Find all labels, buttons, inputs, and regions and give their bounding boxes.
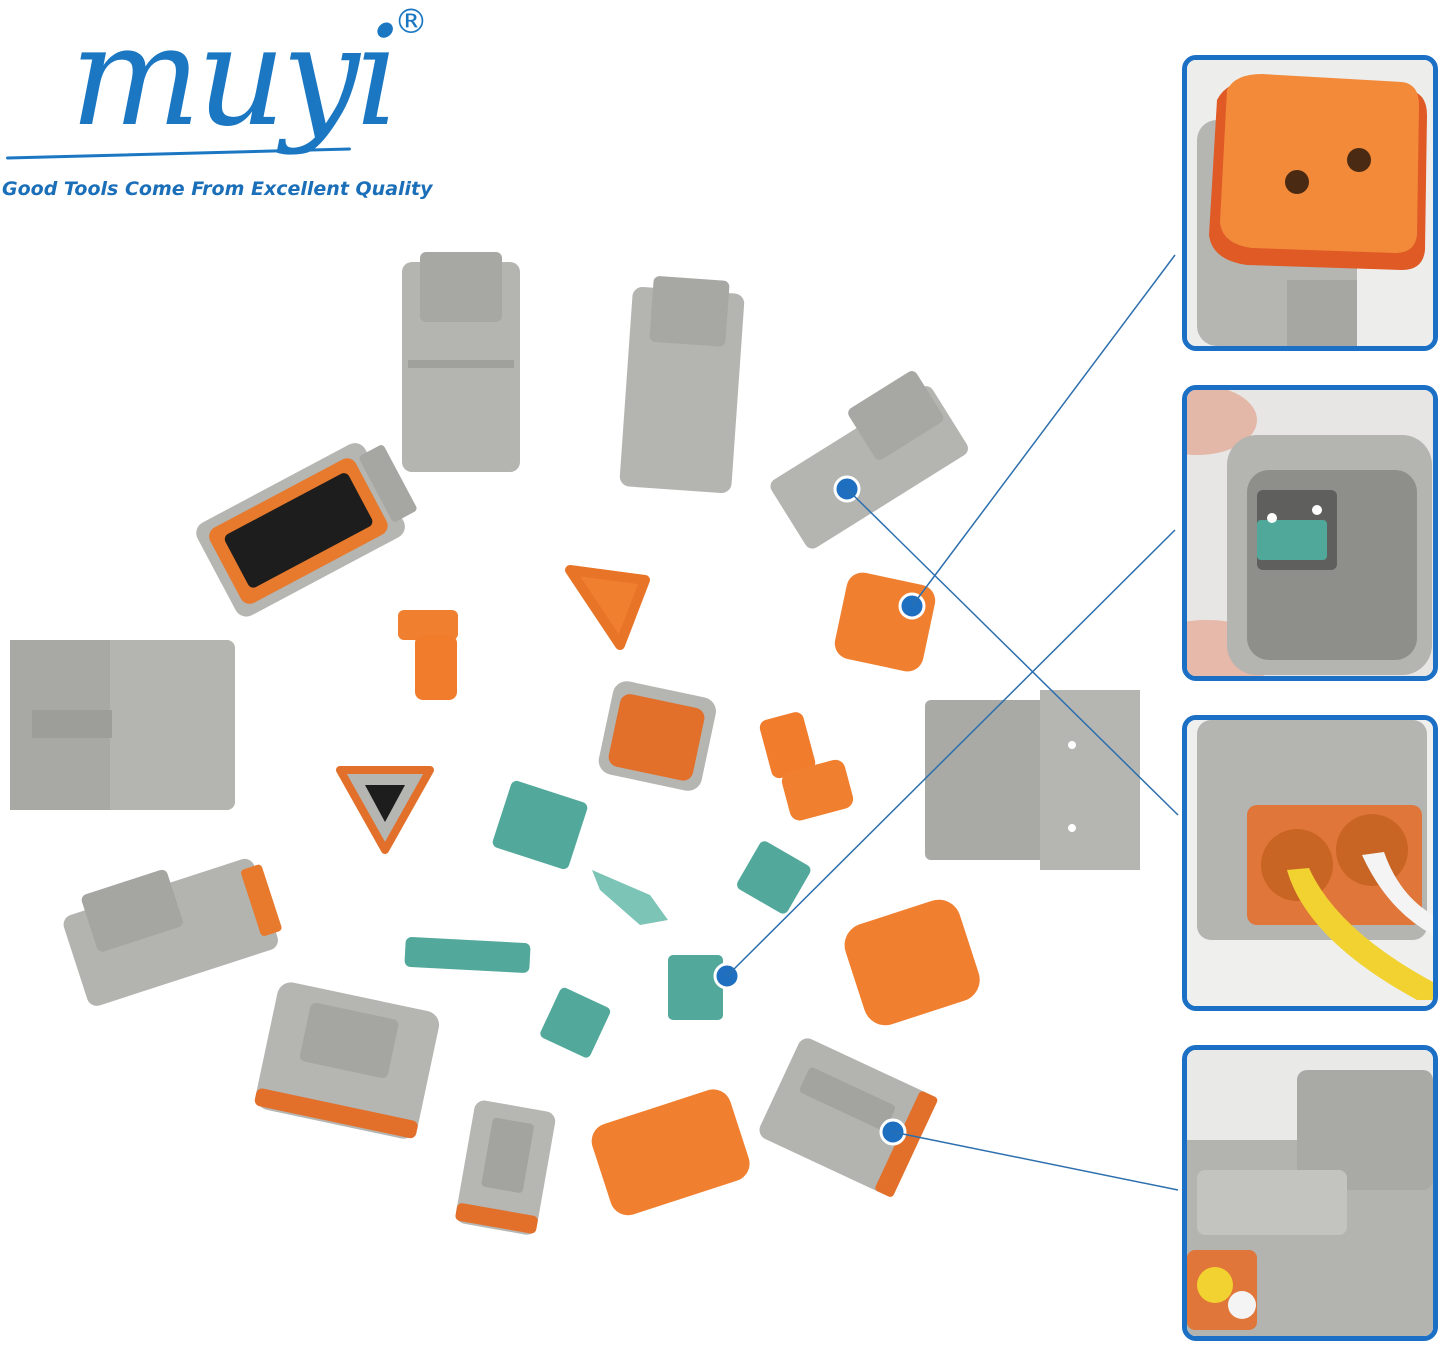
brand-logo: muyi ® Good Tools Come From Excellent Qu… (0, 0, 460, 210)
grey-connector-left (10, 640, 235, 810)
grey-connector-right (925, 690, 1140, 870)
detail-panel-wedgelock (1182, 385, 1438, 681)
grey-receptacle-12pin (196, 443, 417, 617)
grey-plug-top-left (402, 252, 520, 472)
orange-seal-closeup-image (1187, 60, 1433, 346)
brand-tagline: Good Tools Come From Excellent Quality (2, 178, 433, 200)
latch-closeup-image (1187, 1050, 1433, 1336)
grey-receptacle-6pin-center (598, 681, 716, 791)
detail-panel-wired-connector (1182, 715, 1438, 1011)
detail-panel-latch (1182, 1045, 1438, 1341)
grey-plug-small-bottom (455, 1100, 556, 1235)
teal-wedgelocks (404, 780, 811, 1058)
grey-plug-lower-left (63, 858, 282, 1006)
wired-connector-closeup-image (1187, 720, 1433, 1006)
detail-panel-orange-seal (1182, 55, 1438, 351)
grey-receptacle-bottom-left (254, 982, 440, 1139)
connector-assortment (10, 252, 1140, 1235)
logo-wordmark: muyi (70, 0, 400, 157)
grey-receptacle-3pin (336, 766, 434, 854)
registered-mark: ® (394, 2, 428, 42)
grey-plug-top-middle (619, 276, 745, 493)
wedgelock-closeup-image (1187, 390, 1433, 676)
grey-plug-angled-right (770, 371, 968, 549)
grey-receptacle-bottom-right (759, 1038, 938, 1197)
